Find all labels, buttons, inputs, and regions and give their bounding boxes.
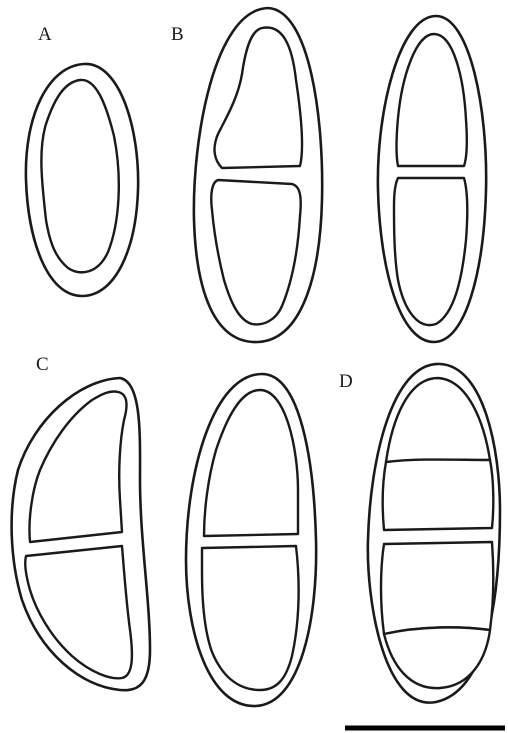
panel-label-d: D (339, 371, 353, 392)
spore-c2 (186, 374, 316, 706)
spore-d-cell-2 (383, 460, 494, 531)
spore-c1 (12, 378, 150, 690)
spore-c1-upper-cell (29, 391, 126, 542)
panel-label-a: A (38, 24, 52, 45)
spore-d-cell-3 (381, 542, 493, 634)
panel-label-b: B (171, 24, 184, 45)
spore-a (26, 64, 138, 296)
spore-c1-lower-cell (25, 546, 132, 678)
spore-b1 (194, 8, 322, 342)
spore-b2 (378, 16, 486, 342)
panel-label-c: C (36, 354, 49, 375)
spore-d (368, 364, 500, 703)
